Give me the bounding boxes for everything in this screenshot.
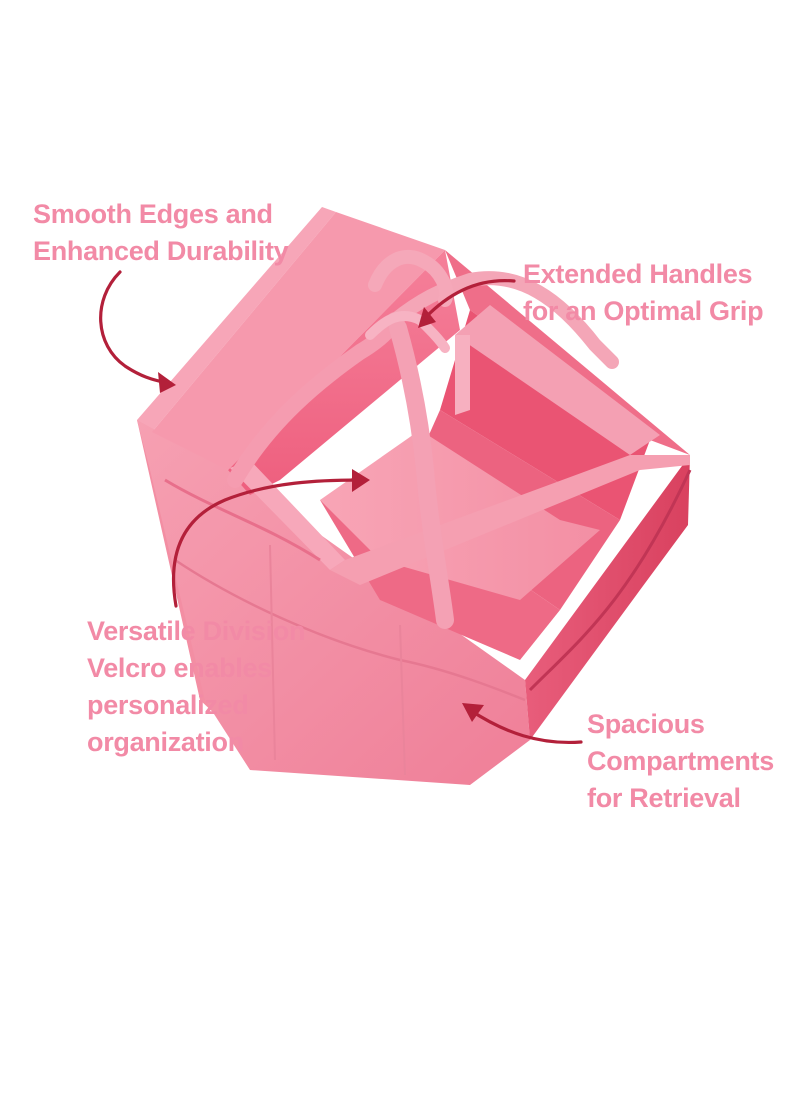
arrow-edges [99, 270, 170, 385]
callout-compartments-line1: Spacious [587, 709, 705, 739]
callout-extended-handles: Extended Handles for an Optimal Grip [523, 256, 764, 330]
top-divider [455, 305, 660, 455]
callout-arrows [99, 270, 583, 745]
callout-handles-line2: for an Optimal Grip [523, 296, 764, 326]
divider-edge [455, 335, 470, 415]
callout-division-line3: personalized [87, 690, 249, 720]
callout-compartments-line2: Compartments [587, 746, 774, 776]
callout-division-line2: Velcro enables [87, 653, 272, 683]
arrow-handles-head [418, 307, 436, 328]
pocket-seam-vertical [399, 624, 406, 776]
right-wall-outer [525, 455, 690, 740]
arrow-handles [423, 279, 516, 320]
arrow-heads [158, 307, 484, 722]
callout-edges-line2: Enhanced Durability [33, 236, 289, 266]
back-wall-inner [445, 250, 690, 455]
front-wall-outer [137, 420, 530, 785]
handle-center-strap [389, 319, 454, 629]
handle-right-strap [388, 271, 619, 369]
callout-division-line4: organization [87, 727, 244, 757]
arrow-compartments [468, 708, 583, 745]
arrow-compartments-head [462, 703, 484, 722]
left-wall-top-edge [137, 207, 336, 432]
pocket-seam-top [164, 478, 321, 562]
callout-division-line1: Versatile Division [87, 616, 306, 646]
callout-versatile-division: Versatile Division Velcro enables person… [87, 613, 306, 761]
handle-left-strap [227, 312, 403, 488]
pocket-seam-vertical-2 [269, 544, 276, 761]
handle-grip [368, 250, 454, 307]
front-rim-right [330, 455, 690, 585]
side-pocket-seam [528, 469, 692, 692]
callout-smooth-edges: Smooth Edges and Enhanced Durability [33, 196, 289, 270]
arrow-edges-head [158, 372, 176, 393]
pocket-seam-mid [174, 558, 526, 702]
handle-knot [365, 311, 450, 353]
arrow-division [171, 478, 362, 608]
front-rim [230, 460, 345, 570]
handle-strap [227, 250, 619, 629]
callout-compartments-line3: for Retrieval [587, 783, 741, 813]
callout-handles-line1: Extended Handles [523, 259, 753, 289]
arrow-division-head [352, 469, 370, 492]
callout-spacious-compartments: Spacious Compartments for Retrieval [587, 706, 774, 817]
callout-edges-line1: Smooth Edges and [33, 199, 273, 229]
